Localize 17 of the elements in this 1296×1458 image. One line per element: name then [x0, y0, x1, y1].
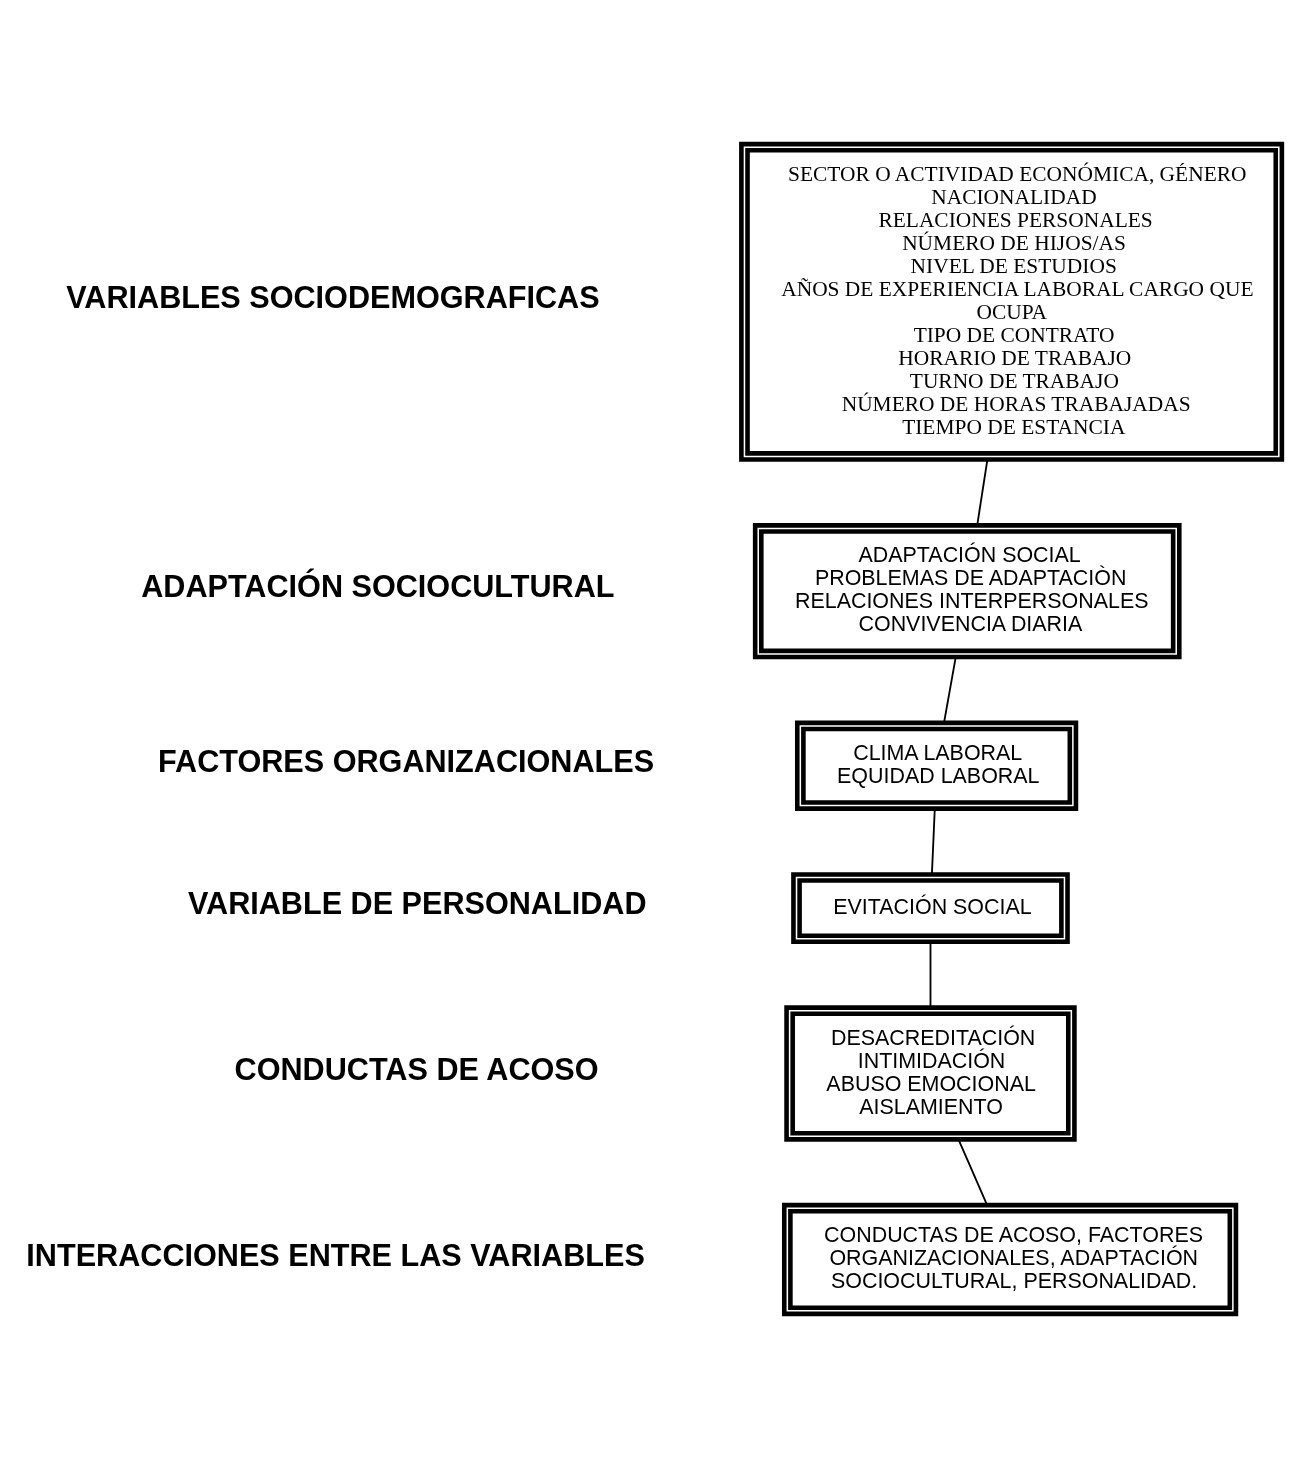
label: CONDUCTAS DE ACOSO [234, 1051, 599, 1086]
node-box: CLIMA LABORAL EQUIDAD LABORAL [795, 720, 1079, 811]
node-box: EVITACIÓN SOCIAL [791, 872, 1070, 945]
node-box: SECTOR O ACTIVIDAD ECONÓMICA, GÉNERO NACIONALIDAD RELACIONES PERSONALES NÚMERO DE HIJOS/AS NIVEL DE ESTUDIOS AÑOS DE EXPERIENCIA LABORAL CARGO QUE OCUPA TIPO DE CONTRATO HORARIO DE TRABAJO TURNO DE TRABAJO NÚMERO DE HORAS TRABAJADAS TIEMPO DE ESTANCIA [739, 141, 1285, 462]
connector [943, 656, 957, 724]
label: ADAPTACIÓN SOCIOCULTURAL [141, 569, 615, 604]
connector [931, 808, 936, 876]
label: VARIABLES SOCIODEMOGRAFICAS [66, 279, 600, 314]
node-box: CONDUCTAS DE ACOSO, FACTORES ORGANIZACIONALES, ADAPTACIÓN SOCIOCULTURAL, PERSONALIDAD. [781, 1202, 1239, 1317]
connector [929, 941, 932, 1009]
label: FACTORES ORGANIZACIONALES [158, 743, 655, 778]
node-box: DESACREDITACIÓN INTIMIDACIÓN ABUSO EMOCIONAL AISLAMIENTO [784, 1005, 1077, 1142]
label: INTERACCIONES ENTRE LAS VARIABLES [26, 1237, 645, 1272]
node-box: ADAPTACIÓN SOCIAL PROBLEMAS DE ADAPTACIÒN RELACIONES INTERPERSONALES CONVIVENCIA DIARIA [752, 523, 1182, 660]
connector [976, 459, 989, 526]
connector [957, 1138, 988, 1206]
label: VARIABLE DE PERSONALIDAD [187, 886, 647, 921]
